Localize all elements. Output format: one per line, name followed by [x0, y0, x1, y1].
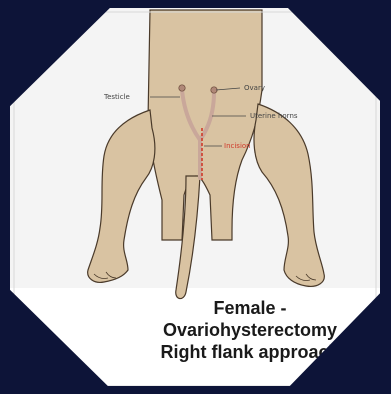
left-ovary — [179, 85, 185, 91]
label-incision: Incision — [224, 142, 251, 150]
caption-line-3: Right flank approach — [120, 341, 380, 363]
label-testicle: Testicle — [103, 93, 130, 101]
caption: Female - Ovariohysterectomy Right flank … — [120, 297, 380, 363]
caption-line-2: Ovariohysterectomy — [120, 319, 380, 341]
label-ovary: Ovary — [244, 84, 265, 92]
label-uterine-horns: Uterine horns — [250, 112, 298, 120]
caption-line-1: Female - — [120, 297, 380, 319]
